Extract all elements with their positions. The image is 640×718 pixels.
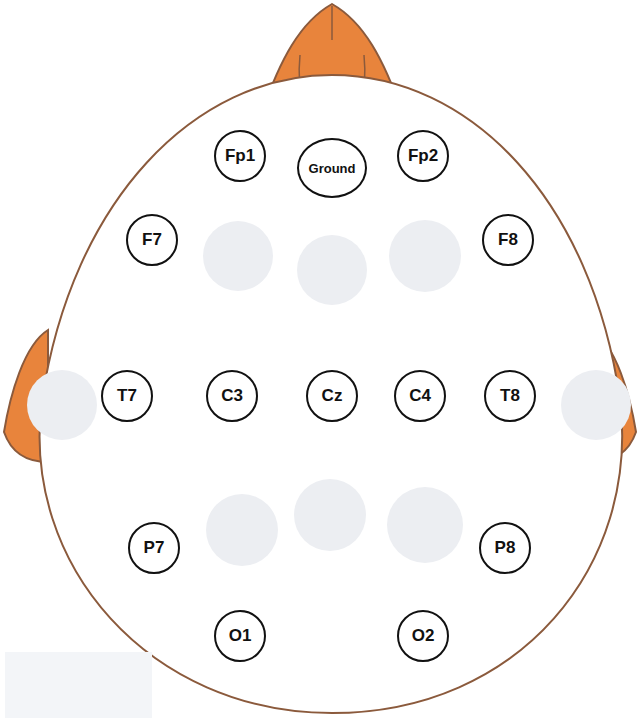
blank-patch bbox=[5, 652, 152, 718]
electrode: C4 bbox=[394, 370, 446, 422]
electrode: O1 bbox=[214, 610, 266, 662]
electrode-label: P7 bbox=[144, 538, 165, 558]
electrode-label: Cz bbox=[322, 386, 343, 406]
electrode: T7 bbox=[101, 370, 153, 422]
electrode-label: F8 bbox=[498, 230, 518, 250]
electrode: Cz bbox=[306, 370, 358, 422]
electrode: Fp2 bbox=[397, 130, 449, 182]
electrode-label: Fp1 bbox=[225, 146, 255, 166]
electrode-label: T8 bbox=[500, 386, 520, 406]
electrode-label: O2 bbox=[412, 626, 435, 646]
electrode: P7 bbox=[128, 522, 180, 574]
electrode: T8 bbox=[484, 370, 536, 422]
electrode-label: Ground bbox=[309, 161, 356, 176]
electrode-label: C4 bbox=[409, 386, 431, 406]
electrode-label: P8 bbox=[495, 538, 516, 558]
electrode-label: Fp2 bbox=[408, 146, 438, 166]
electrode: C3 bbox=[206, 370, 258, 422]
electrode: F7 bbox=[126, 214, 178, 266]
electrode: Fp1 bbox=[214, 130, 266, 182]
electrode: Ground bbox=[297, 138, 367, 198]
electrode-label: T7 bbox=[117, 386, 137, 406]
electrode-label: O1 bbox=[229, 626, 252, 646]
electrode: F8 bbox=[482, 214, 534, 266]
blank-sites bbox=[27, 220, 631, 566]
electrode-label: F7 bbox=[142, 230, 162, 250]
electrode: P8 bbox=[479, 522, 531, 574]
electrode-label: C3 bbox=[221, 386, 243, 406]
head-outline bbox=[40, 75, 623, 713]
electrode: O2 bbox=[397, 610, 449, 662]
